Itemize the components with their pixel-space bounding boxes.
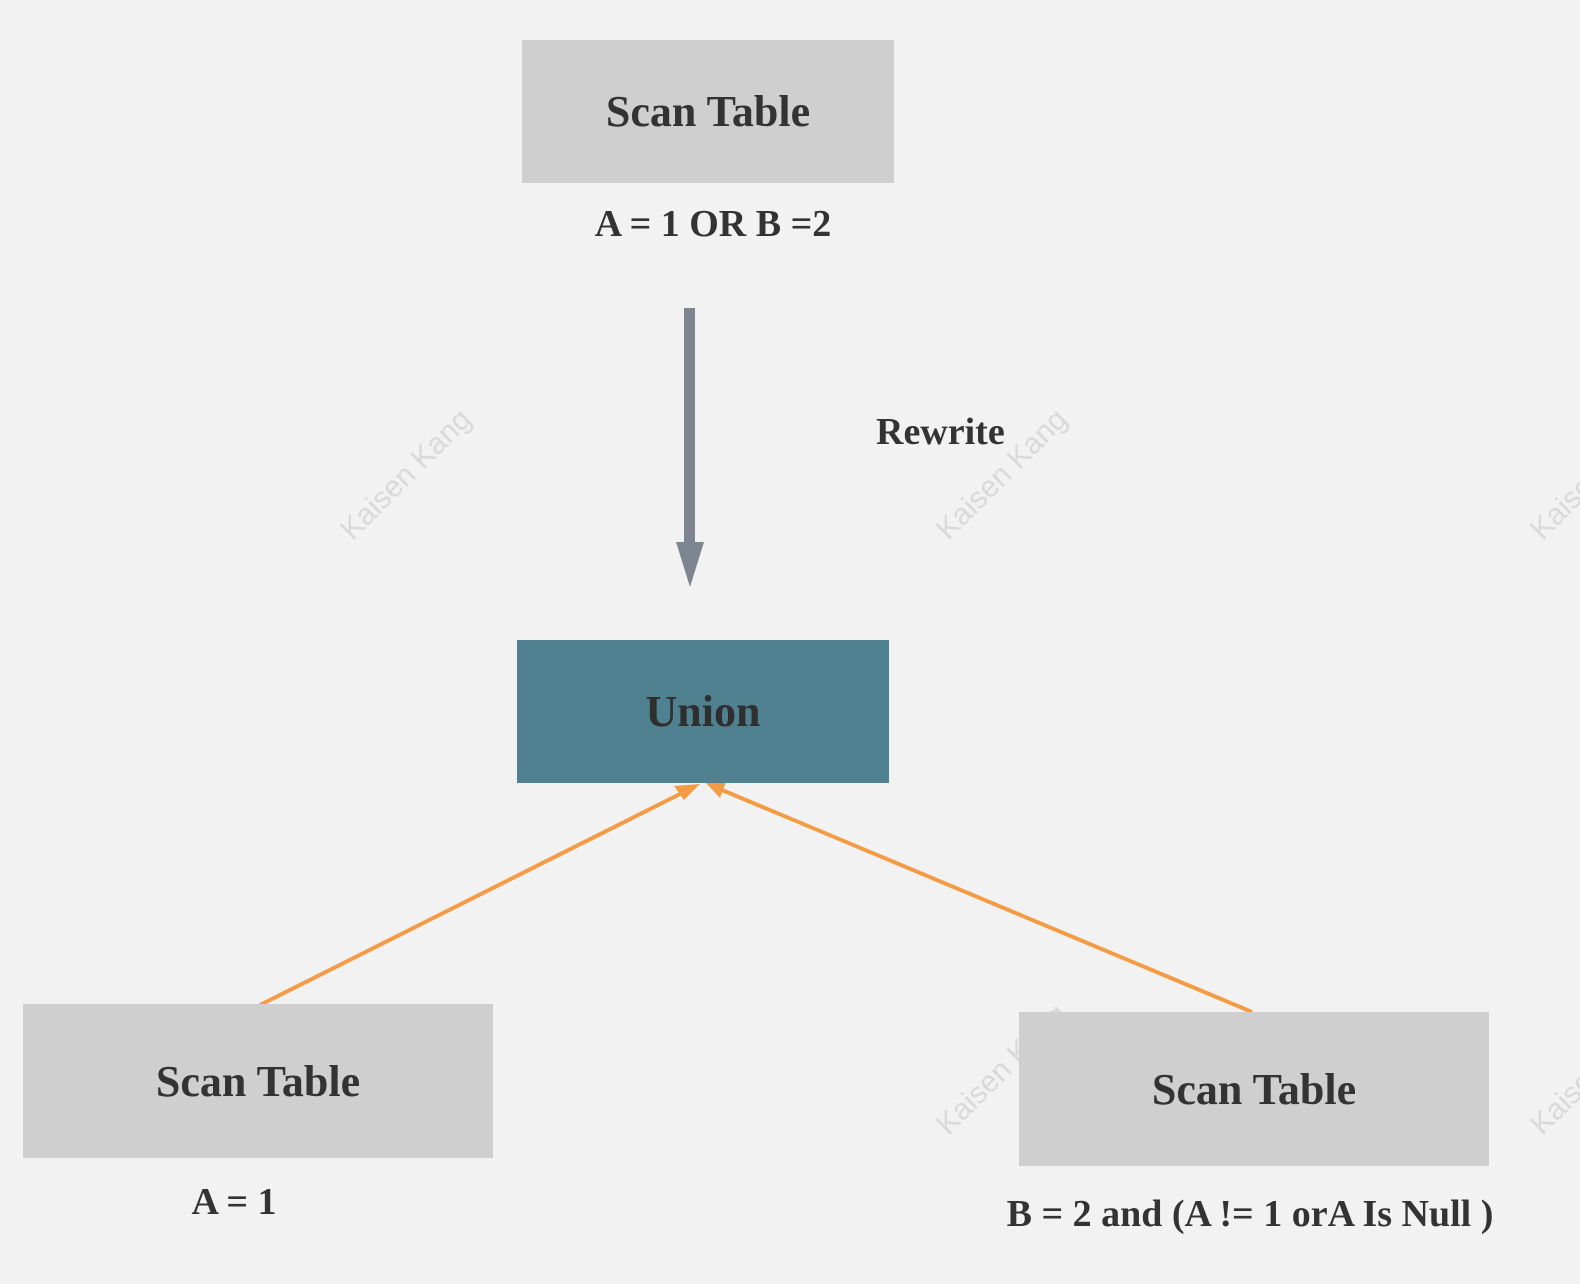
right-scan-table-node: Scan Table (1019, 1012, 1489, 1166)
left-scan-condition: A = 1 (191, 1181, 277, 1223)
right-scan-condition: B = 2 and (A != 1 orA Is Null ) (1006, 1193, 1494, 1235)
left-scan-table-node: Scan Table (23, 1004, 493, 1158)
union-node: Union (517, 640, 889, 783)
rewrite-arrow-head (676, 542, 704, 587)
right-to-union-arrow (706, 782, 1253, 1014)
left-scan-table-label: Scan Table (155, 1056, 361, 1106)
rewrite-arrow-shaft (684, 308, 695, 544)
left-to-union-arrow (259, 784, 700, 1007)
top-scan-table-label: Scan Table (605, 87, 811, 136)
rewrite-label: Rewrite (876, 411, 1005, 453)
right-scan-table-label: Scan Table (1151, 1064, 1357, 1114)
rewrite-arrow (676, 308, 704, 587)
union-label: Union (645, 687, 761, 736)
top-scan-table-node: Scan Table (522, 40, 894, 183)
top-scan-condition: A = 1 OR B =2 (594, 203, 832, 245)
